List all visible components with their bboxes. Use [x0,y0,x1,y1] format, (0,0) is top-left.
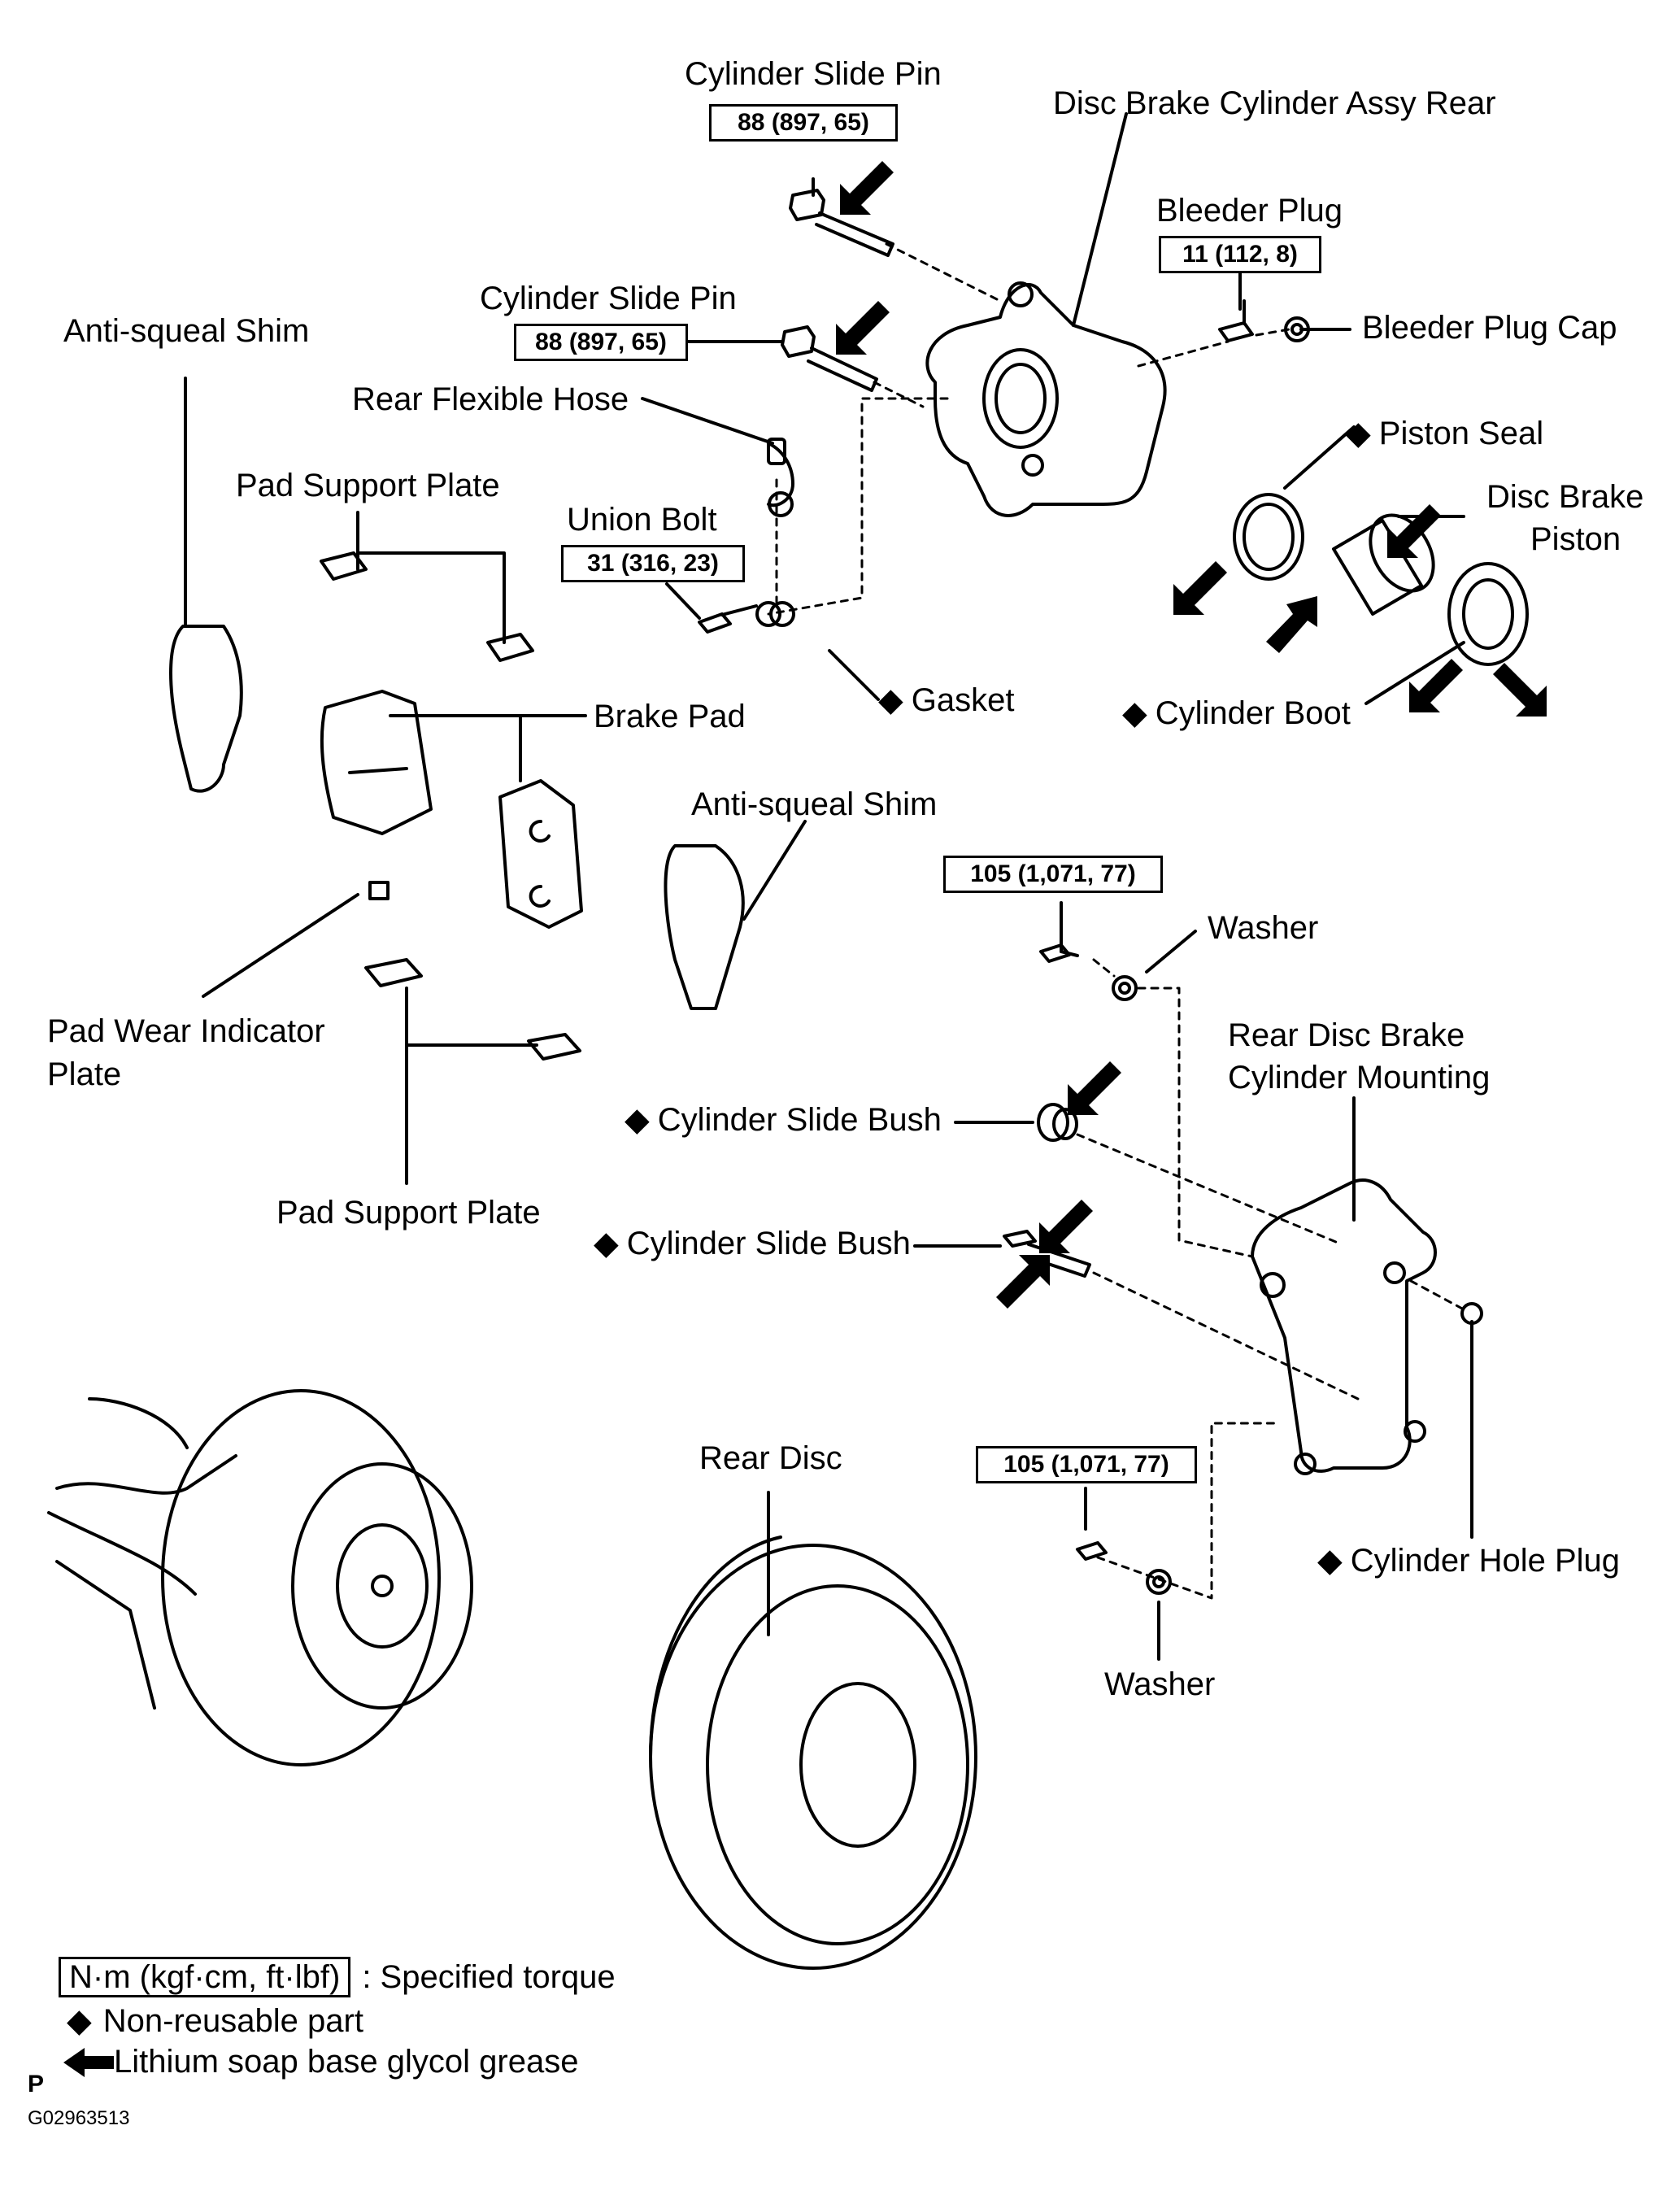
torque-cylinder-slide-pin-mid: 88 (897, 65) [514,324,688,361]
label-cylinder-slide-bush-1: ◆Cylinder Slide Bush [625,1102,942,1138]
legend-torque: N·m (kgf·cm, ft·lbf) : Specified torque [59,1957,616,1997]
label-rear-mounting-line2: Cylinder Mounting [1228,1060,1491,1096]
non-reusable-diamond-icon: ◆ [1122,695,1147,731]
label-gasket: ◆Gasket [878,682,1015,718]
label-bleeder-plug-cap: Bleeder Plug Cap [1362,310,1617,346]
label-pad-support-plate-bottom: Pad Support Plate [276,1195,541,1231]
label-pad-wear-indicator-line1: Pad Wear Indicator [47,1013,325,1049]
label-disc-brake-piston-line1: Disc Brake [1486,479,1644,515]
non-reusable-diamond-icon: ◆ [1317,1543,1343,1579]
non-reusable-diamond-icon: ◆ [594,1226,619,1261]
legend-non-reusable: ◆Non-reusable part [67,2003,363,2039]
legend-torque-unit: N·m (kgf·cm, ft·lbf) [59,1957,351,1997]
legend-grease: Lithium soap base glycol grease [114,2044,579,2080]
label-brake-pad: Brake Pad [594,699,746,734]
label-disc-brake-cylinder-assy-rear: Disc Brake Cylinder Assy Rear [1053,85,1496,121]
label-piston-seal: ◆Piston Seal [1346,416,1544,451]
label-cylinder-hole-plug: ◆Cylinder Hole Plug [1317,1543,1621,1579]
label-cylinder-slide-pin-top: Cylinder Slide Pin [685,56,942,92]
torque-mount-bolt-top: 105 (1,071, 77) [943,856,1163,893]
label-anti-squeal-shim-left: Anti-squeal Shim [63,313,310,349]
non-reusable-diamond-icon: ◆ [878,682,903,718]
non-reusable-diamond-icon: ◆ [67,2003,92,2039]
label-cylinder-boot: ◆Cylinder Boot [1122,695,1351,731]
label-anti-squeal-shim-right: Anti-squeal Shim [691,786,938,822]
label-union-bolt: Union Bolt [567,502,717,538]
torque-bleeder-plug: 11 (112, 8) [1159,236,1321,273]
label-cylinder-slide-bush-2: ◆Cylinder Slide Bush [594,1226,911,1261]
torque-union-bolt: 31 (316, 23) [561,545,745,582]
label-bleeder-plug: Bleeder Plug [1156,193,1343,229]
legend-torque-text: : Specified torque [362,1959,616,1995]
label-pad-support-plate-top: Pad Support Plate [236,468,500,503]
label-pad-wear-indicator-line2: Plate [47,1056,122,1092]
torque-cylinder-slide-pin-top: 88 (897, 65) [709,104,898,142]
footer-p: P [28,2071,45,2097]
label-rear-flexible-hose: Rear Flexible Hose [352,381,629,417]
non-reusable-diamond-icon: ◆ [1346,416,1371,451]
label-cylinder-slide-pin-mid: Cylinder Slide Pin [480,281,737,316]
non-reusable-diamond-icon: ◆ [625,1102,650,1138]
label-rear-mounting-line1: Rear Disc Brake [1228,1017,1465,1053]
label-washer-bottom: Washer [1104,1666,1216,1702]
torque-mount-bolt-bottom: 105 (1,071, 77) [976,1446,1197,1483]
label-rear-disc: Rear Disc [699,1440,842,1476]
label-washer-top: Washer [1208,910,1319,946]
figure-code: G02963513 [28,2107,130,2129]
label-disc-brake-piston-line2: Piston [1530,521,1621,557]
